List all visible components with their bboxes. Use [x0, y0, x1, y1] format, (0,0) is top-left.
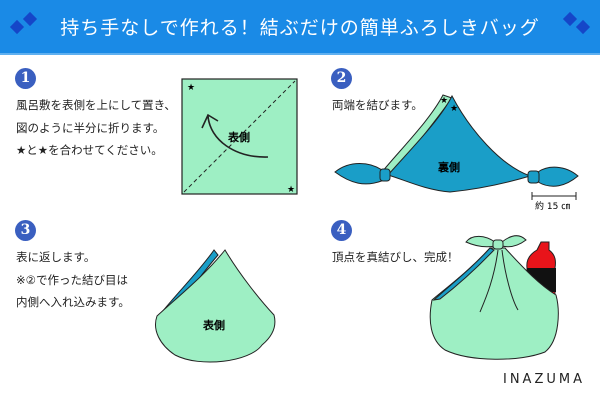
step2-instructions: 両端を結びます。	[332, 94, 423, 117]
instruction-line: ★と★を合わせてください。	[16, 143, 163, 157]
brand-logo: INAZUMA	[503, 372, 585, 387]
instruction-line: ※②で作った結び目は	[16, 272, 128, 287]
step-number-badge: 1	[15, 68, 36, 89]
fold-arrow-icon	[207, 115, 269, 158]
step2-knotted-cloth: ★ ★ 裏側 約 15 ㎝	[334, 94, 579, 212]
step-number-badge: 3	[15, 220, 36, 241]
instruction-line: 図のように半分に折ります。	[16, 120, 165, 135]
instruction-line: 風呂敷を表側を上にして置き、	[16, 98, 176, 112]
back-side-label: 裏側	[437, 160, 460, 174]
star-icon: ★	[450, 104, 458, 114]
header-banner: 持ち手なしで作れる！結ぶだけの簡単ふろしきバッグ	[0, 0, 600, 55]
front-side-label: 表側	[202, 318, 225, 332]
step3-turned-cloth: 表側	[155, 249, 276, 363]
star-icon: ★	[187, 83, 195, 93]
instruction-line: 頂点を真結びし、完成！	[332, 250, 459, 264]
front-side-label: 表側	[227, 130, 250, 144]
instruction-line: 内側へ入れ込みます。	[16, 295, 130, 309]
instruction-line: 表に返します。	[16, 250, 96, 264]
page-title: 持ち手なしで作れる！結ぶだけの簡単ふろしきバッグ	[60, 17, 540, 39]
star-icon: ★	[287, 185, 295, 195]
step1-instructions: 風呂敷を表側を上にして置き、図のように半分に折ります。 ★と★を合わせてください。	[16, 94, 176, 162]
step4-finished-bag	[429, 235, 559, 360]
step3-instructions: 表に返します。 ※②で作った結び目は内側へ入れ込みます。	[16, 246, 130, 314]
star-icon: ★	[440, 96, 448, 106]
step-number-badge: 4	[331, 220, 352, 241]
instruction-line: 両端を結びます。	[332, 98, 423, 112]
measure-label: 約 15 ㎝	[535, 200, 570, 212]
step1-cloth-square: ★ ★ 表側	[181, 78, 298, 195]
step-number-badge: 2	[331, 68, 352, 89]
step4-instructions: 頂点を真結びし、完成！	[332, 246, 459, 269]
